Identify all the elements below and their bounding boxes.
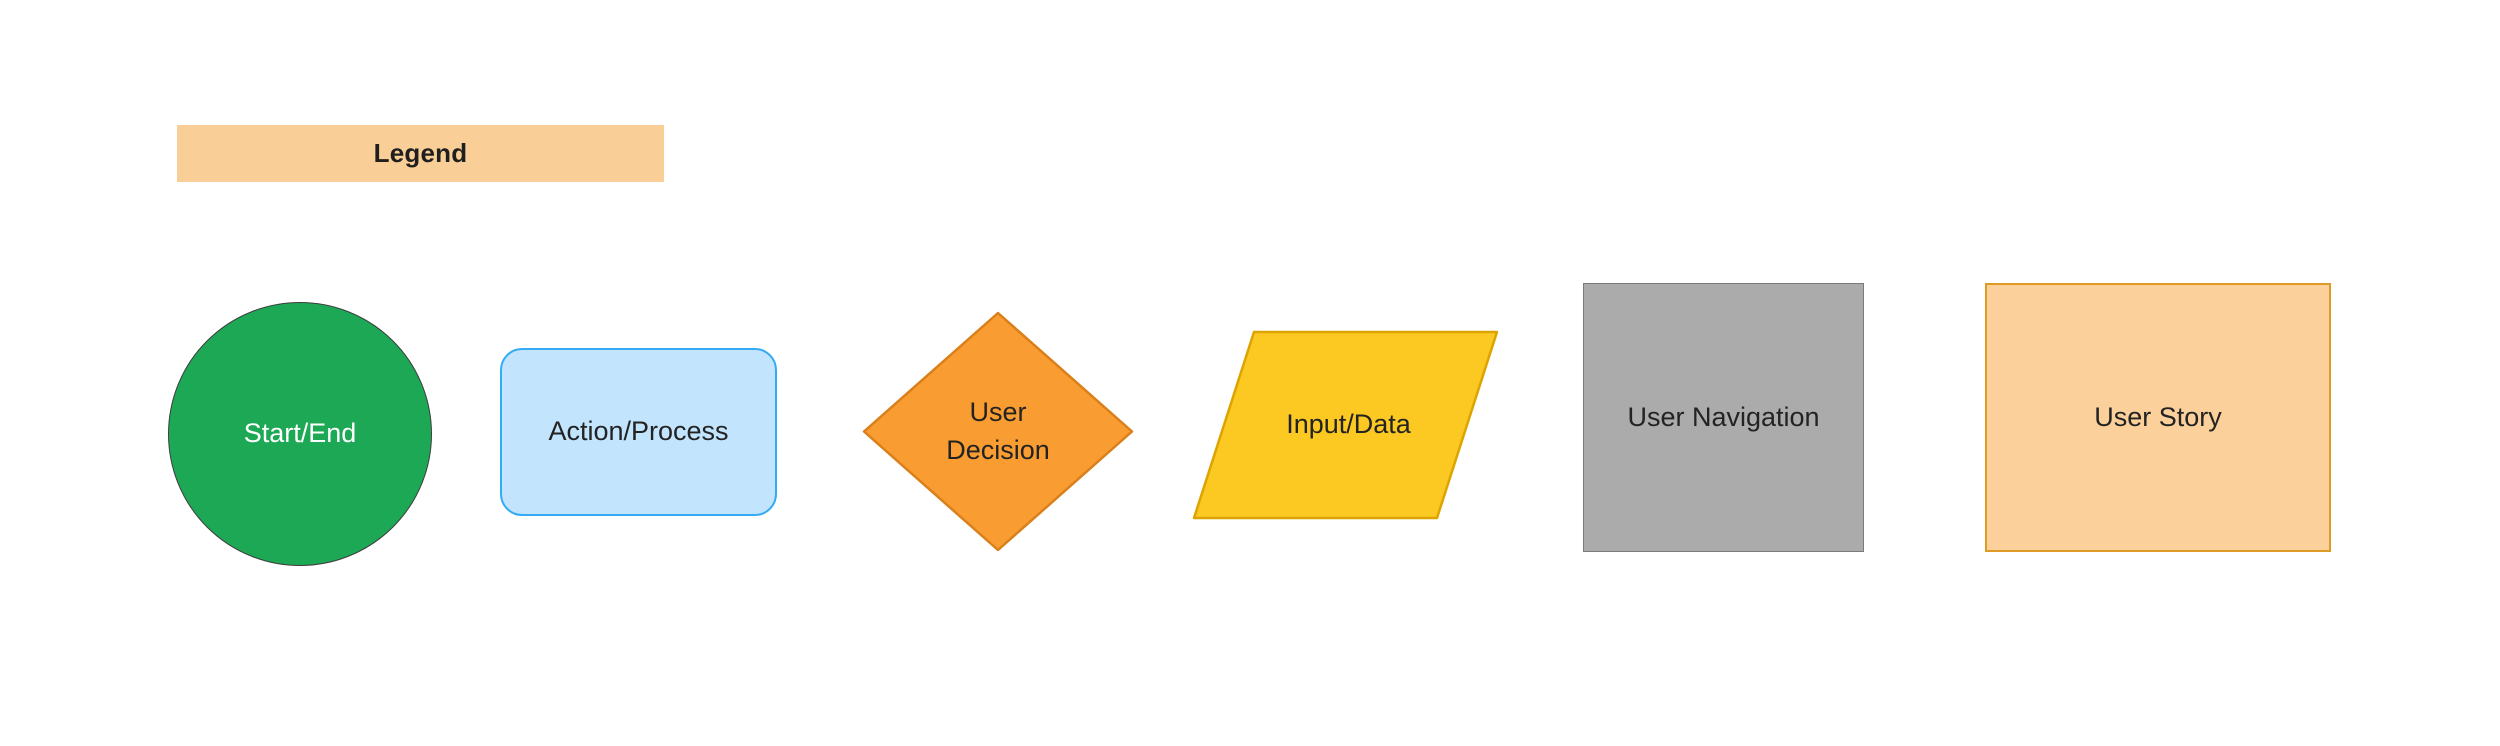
legend-shape-user-story[interactable]: User Story (1985, 283, 2331, 552)
legend-shape-user-decision[interactable]: User Decision (862, 311, 1134, 552)
legend-shape-label-user-navigation: User Navigation (1627, 401, 1820, 432)
legend-shape-start-end[interactable]: Start/End (168, 302, 432, 566)
legend-shape-input-data[interactable]: Input/Data (1192, 330, 1499, 520)
legend-shape-action-process[interactable]: Action/Process (500, 348, 777, 516)
legend-shape-label-action-process: Action/Process (548, 416, 729, 447)
legend-title-label: Legend (373, 138, 468, 168)
legend-shape-user-navigation[interactable]: User Navigation (1583, 283, 1864, 552)
diamond-icon (862, 311, 1134, 552)
parallelogram-icon (1192, 330, 1499, 520)
legend-title-bar: Legend (177, 125, 664, 182)
legend-shape-label-user-story: User Story (2094, 401, 2222, 432)
legend-shape-label-start-end: Start/End (243, 418, 357, 449)
